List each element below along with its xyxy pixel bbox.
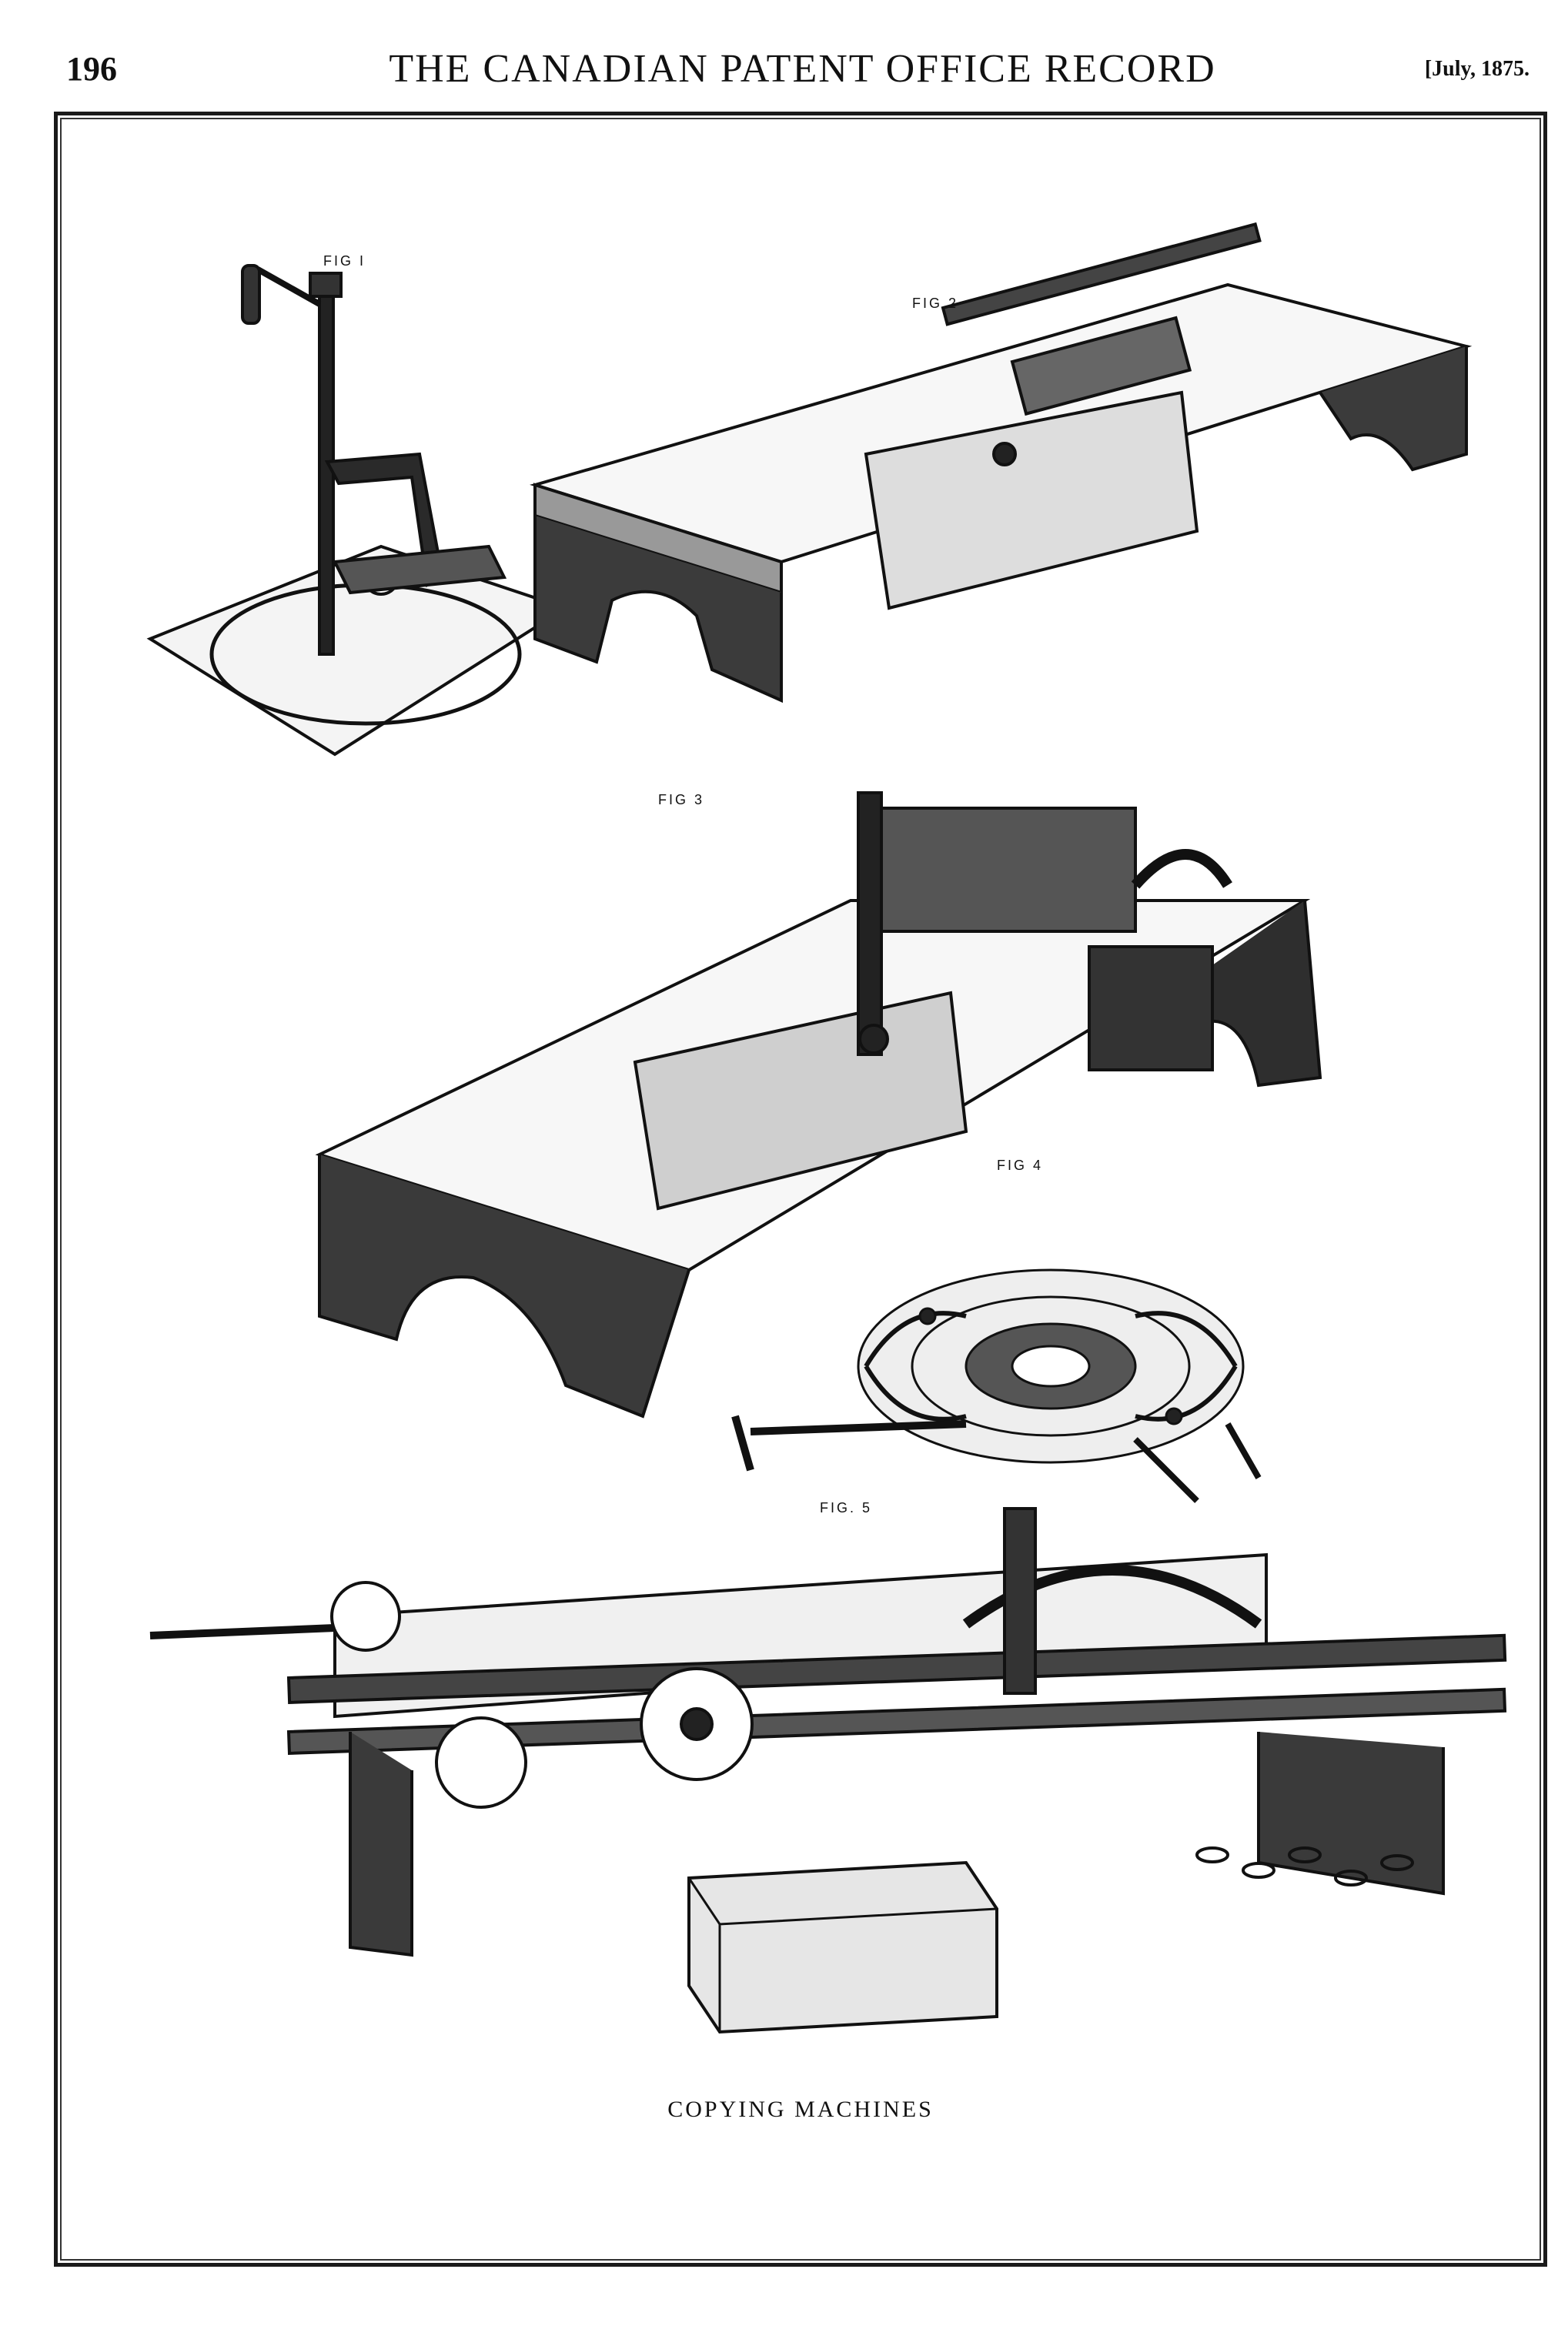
fig-label: FIG. 5	[820, 1500, 872, 1516]
fig-label: FIG 3	[658, 792, 704, 807]
plate-frame: FIG I FIG 2	[54, 112, 1547, 2267]
page-number: 196	[66, 50, 117, 88]
fig-label: FIG 4	[997, 1158, 1043, 1173]
plate-illustration: FIG I FIG 2	[146, 222, 1507, 2034]
running-head: 196 THE CANADIAN PATENT OFFICE RECORD [J…	[62, 43, 1543, 97]
copying-lathe-drawing	[149, 1507, 1507, 2034]
bed-machine-drawing	[530, 222, 1473, 703]
issue-date: [July, 1875.	[1424, 57, 1530, 81]
plate-caption: COPYING MACHINES	[667, 2097, 934, 2122]
journal-title: THE CANADIAN PATENT OFFICE RECORD	[389, 47, 1216, 91]
ornamental-rosette-drawing	[731, 1268, 1262, 1503]
carving-machine-drawing	[315, 791, 1322, 1419]
fig-label: FIG 2	[912, 296, 958, 311]
crank-press-drawing	[146, 264, 570, 757]
fig-label: FIG I	[323, 253, 366, 269]
